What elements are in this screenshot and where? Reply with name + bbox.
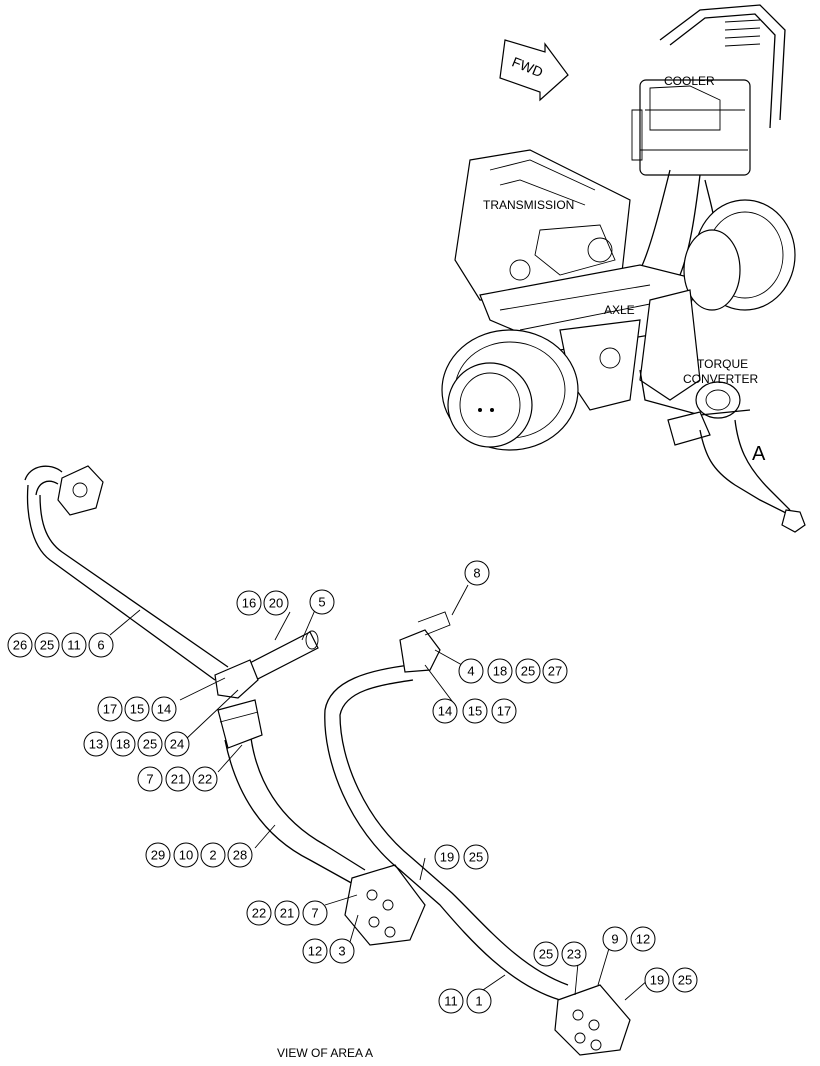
callout-2: 2 <box>209 848 216 863</box>
callout-19: 19 <box>650 973 664 988</box>
area-a-detail-drawing: 26 25 11 6 16 20 5 17 15 14 13 <box>7 465 698 1060</box>
callout-21: 21 <box>171 772 185 787</box>
callout-8: 8 <box>473 566 480 581</box>
callout-group-9-12: 9 12 <box>602 926 656 952</box>
area-a-hoses <box>699 419 791 516</box>
callout-group-12-3: 12 3 <box>302 938 355 964</box>
callout-25: 25 <box>143 737 157 752</box>
area-a-fitting-icon <box>781 509 806 533</box>
cooler-label: COOLER <box>664 74 715 88</box>
left-wheel-hub-drawing <box>441 329 579 451</box>
callout-25: 25 <box>40 638 54 653</box>
callout-17: 17 <box>103 702 117 717</box>
callout-group-6: 26 25 11 6 <box>7 632 114 658</box>
clip-4 <box>399 629 441 673</box>
forward-arrow-icon: FWD <box>499 39 569 102</box>
callout-group-29-10-2-28: 29 10 2 28 <box>145 842 253 868</box>
hose-1 <box>324 664 561 1001</box>
callout-23: 23 <box>567 947 581 962</box>
torque-converter-drawing: TORQUE CONVERTER <box>639 289 758 446</box>
torque-converter-label-1: TORQUE <box>697 357 748 371</box>
callout-25: 25 <box>469 850 483 865</box>
callout-25: 25 <box>521 664 535 679</box>
callout-18: 18 <box>116 737 130 752</box>
callout-group-8: 8 <box>464 560 490 586</box>
hose-6 <box>26 484 216 681</box>
callout-7: 7 <box>146 772 153 787</box>
callout-28: 28 <box>233 848 247 863</box>
callout-29: 29 <box>151 848 165 863</box>
transmission-drawing: TRANSMISSION <box>454 149 631 301</box>
right-wheel-hub-drawing <box>683 199 796 311</box>
callout-14: 14 <box>157 702 171 717</box>
callout-group-4-18-25-27: 4 18 25 27 <box>458 658 568 684</box>
callout-17: 17 <box>497 704 511 719</box>
callout-27: 27 <box>548 664 562 679</box>
transmission-label: TRANSMISSION <box>483 198 574 212</box>
callout-21: 21 <box>280 906 294 921</box>
callout-15: 15 <box>468 704 482 719</box>
hose-coupling <box>217 699 263 749</box>
callout-group-22-21-7: 22 21 7 <box>246 900 328 926</box>
area-a-label: A <box>752 443 766 465</box>
callout-group-14-15-17: 14 15 17 <box>432 698 517 724</box>
callout-group-19-25-b: 19 25 <box>644 967 698 993</box>
callout-group-11-1: 11 1 <box>438 988 492 1014</box>
callout-22: 22 <box>252 906 266 921</box>
axle-label: AXLE <box>604 303 635 317</box>
callout-18: 18 <box>493 664 507 679</box>
callout-14: 14 <box>438 704 452 719</box>
callout-6: 6 <box>97 638 104 653</box>
callout-11: 11 <box>444 994 458 1009</box>
callout-16: 16 <box>242 596 256 611</box>
machine-assembly-drawing: FWD COOLER TRANSMISSION <box>441 4 806 533</box>
flange-icon <box>57 465 104 516</box>
callout-7: 7 <box>311 906 318 921</box>
callout-13: 13 <box>89 737 103 752</box>
callout-group-16-20: 16 20 <box>236 590 289 616</box>
callout-9: 9 <box>611 932 618 947</box>
view-caption: VIEW OF AREA A <box>277 1046 373 1060</box>
torque-converter-label-2: CONVERTER <box>683 372 758 386</box>
callout-26: 26 <box>13 638 27 653</box>
callout-4: 4 <box>467 664 474 679</box>
callouts: 26 25 11 6 16 20 5 17 15 14 13 <box>7 560 698 1014</box>
callout-25: 25 <box>539 947 553 962</box>
callout-3: 3 <box>338 944 345 959</box>
elbow-fitting <box>24 465 63 496</box>
callout-12: 12 <box>636 932 650 947</box>
callout-group-13-18-25-24: 13 18 25 24 <box>83 731 190 757</box>
callout-20: 20 <box>269 596 283 611</box>
callout-group-25-23: 25 23 <box>533 941 587 967</box>
callout-22: 22 <box>198 772 212 787</box>
callout-5: 5 <box>318 595 325 610</box>
axle-drawing: AXLE <box>479 264 701 411</box>
callout-11: 11 <box>67 638 81 653</box>
callout-12: 12 <box>308 944 322 959</box>
callout-group-17-15-14: 17 15 14 <box>97 696 177 722</box>
leader-lines <box>109 584 649 1001</box>
clamp-junction <box>214 659 259 699</box>
callout-group-5: 5 <box>309 589 335 615</box>
cooler-drawing: COOLER <box>631 4 786 176</box>
callout-25: 25 <box>678 973 692 988</box>
callout-group-7-21-22: 7 21 22 <box>137 766 218 792</box>
callout-15: 15 <box>130 702 144 717</box>
callout-24: 24 <box>170 737 184 752</box>
callout-group-19-25-a: 19 25 <box>434 844 489 870</box>
callout-1: 1 <box>475 994 482 1009</box>
callout-19: 19 <box>440 850 454 865</box>
callout-10: 10 <box>179 848 193 863</box>
